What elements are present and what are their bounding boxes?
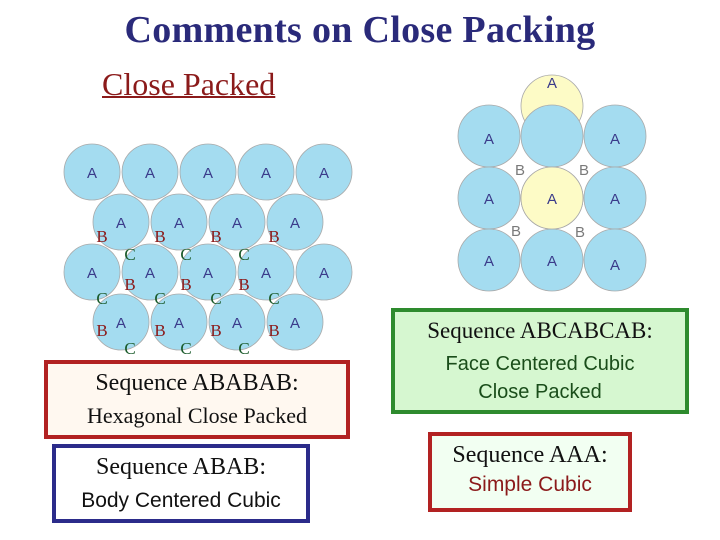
label-c: C: [210, 289, 221, 308]
sphere: [237, 243, 295, 301]
label-a: A: [610, 131, 620, 148]
label-a: A: [232, 215, 242, 232]
label-b: B: [96, 227, 107, 246]
sphere: [295, 143, 353, 201]
label-a: A: [174, 215, 184, 232]
label-a: A: [145, 165, 155, 182]
sphere: [179, 243, 237, 301]
sphere: [121, 243, 179, 301]
label-c: C: [180, 339, 191, 358]
label-c: C: [238, 339, 249, 358]
label-b: B: [96, 321, 107, 340]
sphere: [150, 293, 208, 351]
label-b: B: [210, 227, 221, 246]
sphere-center: [520, 166, 584, 230]
label-b: B: [154, 321, 165, 340]
fcc-description-line1: Face Centered Cubic: [445, 353, 635, 375]
label-a: A: [87, 165, 97, 182]
fcc-box: Sequence ABCABCAB: Face Centered Cubic C…: [391, 308, 689, 414]
label-c: C: [96, 289, 107, 308]
sphere: [179, 143, 237, 201]
label-a: A: [610, 257, 620, 274]
label-a: A: [319, 265, 329, 282]
label-a: A: [547, 75, 557, 92]
label-a: A: [290, 315, 300, 332]
hcp-description: Hexagonal Close Packed: [87, 403, 307, 428]
label-a: A: [116, 315, 126, 332]
sphere: [63, 143, 121, 201]
sphere: [583, 228, 647, 292]
label-c: C: [180, 245, 191, 264]
label-a: A: [203, 265, 213, 282]
fcc-description-line2: Close Packed: [478, 381, 602, 403]
sphere: [92, 193, 150, 251]
label-a: A: [261, 265, 271, 282]
sphere: [266, 293, 324, 351]
label-a: A: [232, 315, 242, 332]
sphere: [121, 143, 179, 201]
sphere: [208, 193, 266, 251]
label-b: B: [210, 321, 221, 340]
label-a: A: [261, 165, 271, 182]
page-title: Comments on Close Packing: [124, 9, 596, 51]
label-c: C: [124, 245, 135, 264]
label-a: A: [290, 215, 300, 232]
label-a: A: [610, 191, 620, 208]
label-b: B: [511, 223, 521, 240]
label-b: B: [515, 162, 525, 179]
sphere-square-grid: [457, 74, 647, 292]
label-b: B: [154, 227, 165, 246]
label-a: A: [484, 131, 494, 148]
label-a: A: [203, 165, 213, 182]
label-b: B: [575, 224, 585, 241]
label-a: A: [547, 191, 557, 208]
sphere: [208, 293, 266, 351]
sphere: [150, 193, 208, 251]
label-a: A: [116, 215, 126, 232]
label-a: A: [484, 253, 494, 270]
bcc-box: Sequence ABAB: Body Centered Cubic: [52, 444, 310, 523]
sphere: [63, 243, 121, 301]
label-a: A: [547, 253, 557, 270]
label-a: A: [319, 165, 329, 182]
label-a: A: [87, 265, 97, 282]
label-c: C: [124, 339, 135, 358]
sphere-layer-a: [63, 143, 353, 351]
sphere: [457, 228, 521, 292]
sc-description: Simple Cubic: [468, 473, 592, 496]
hcp-box: Sequence ABABAB: Hexagonal Close Packed: [44, 360, 350, 439]
label-c: C: [154, 289, 165, 308]
label-b: B: [268, 227, 279, 246]
label-a: A: [484, 191, 494, 208]
sc-sequence: Sequence AAA:: [452, 442, 608, 468]
label-a: A: [145, 265, 155, 282]
bcc-sequence: Sequence ABAB:: [96, 454, 266, 480]
sphere: [237, 143, 295, 201]
fcc-sequence: Sequence ABCABCAB:: [427, 318, 653, 343]
bcc-description: Body Centered Cubic: [81, 489, 281, 512]
label-b: B: [238, 275, 249, 294]
section-heading: Close Packed: [102, 66, 276, 102]
label-c: C: [238, 245, 249, 264]
hcp-sequence: Sequence ABABAB:: [95, 370, 299, 396]
sphere: [295, 243, 353, 301]
label-a: A: [174, 315, 184, 332]
label-b: B: [124, 275, 135, 294]
sphere: [520, 104, 584, 168]
label-b: B: [180, 275, 191, 294]
label-c: C: [268, 289, 279, 308]
sphere: [266, 193, 324, 251]
label-b: B: [268, 321, 279, 340]
label-b: B: [579, 162, 589, 179]
sc-box: Sequence AAA: Simple Cubic: [428, 432, 632, 512]
sphere: [92, 293, 150, 351]
